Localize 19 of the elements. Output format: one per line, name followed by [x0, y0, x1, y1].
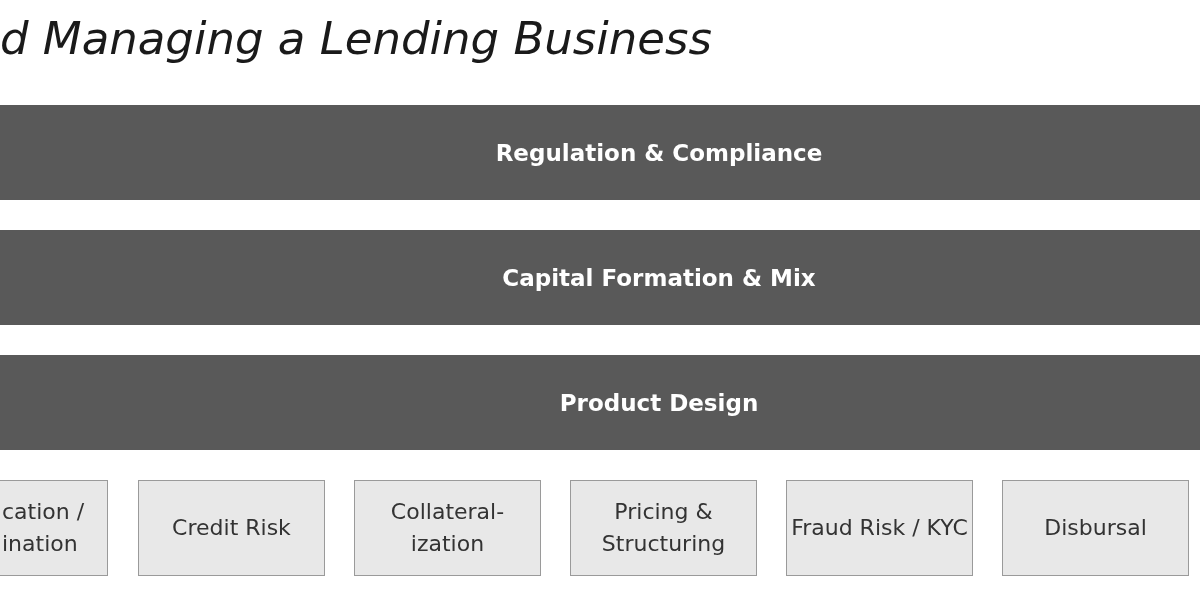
process-box	[1002, 480, 1189, 576]
process-box	[786, 480, 973, 576]
process-box	[0, 480, 108, 576]
node-label: Disbursal	[1044, 514, 1147, 543]
layer-bar	[0, 105, 1200, 200]
node-label: Fraud Risk / KYC	[791, 514, 968, 543]
node-label: Collateral- ization	[389, 498, 506, 558]
node-label: Capital Formation & Mix	[502, 264, 816, 291]
node-label: Credit Risk	[172, 514, 291, 543]
layer-bar	[0, 355, 1200, 450]
node-label: Regulation & Compliance	[495, 139, 823, 166]
diagram-title: d Managing a Lending Business	[0, 12, 712, 65]
process-box	[354, 480, 541, 576]
node-label: Product Design	[559, 389, 759, 416]
layer-bar	[0, 230, 1200, 325]
process-box	[570, 480, 757, 576]
node-label: Pricing & Structuring	[600, 498, 727, 558]
node-label: cation / ination	[2, 498, 86, 558]
process-box	[138, 480, 325, 576]
